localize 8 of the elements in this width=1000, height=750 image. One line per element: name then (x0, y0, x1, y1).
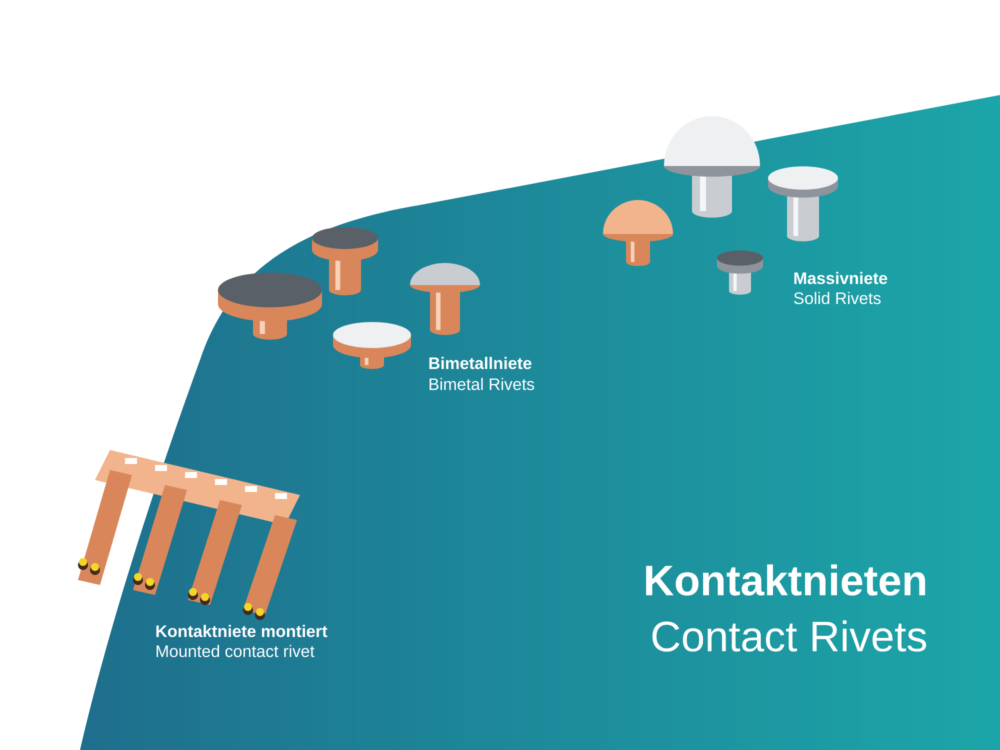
title: Kontaktnieten (646, 564, 926, 596)
label-heading: Kontaktniete montiert (156, 624, 328, 638)
subtitle: Contact Rivets (652, 620, 926, 652)
label-heading: Massivniete (794, 272, 888, 284)
label-text: Solid Rivets (794, 292, 881, 304)
label-text: Bimetal Rivets (430, 378, 534, 390)
label-text: Mounted contact rivet (156, 644, 314, 658)
label-heading: Bimetallniete (429, 356, 532, 370)
